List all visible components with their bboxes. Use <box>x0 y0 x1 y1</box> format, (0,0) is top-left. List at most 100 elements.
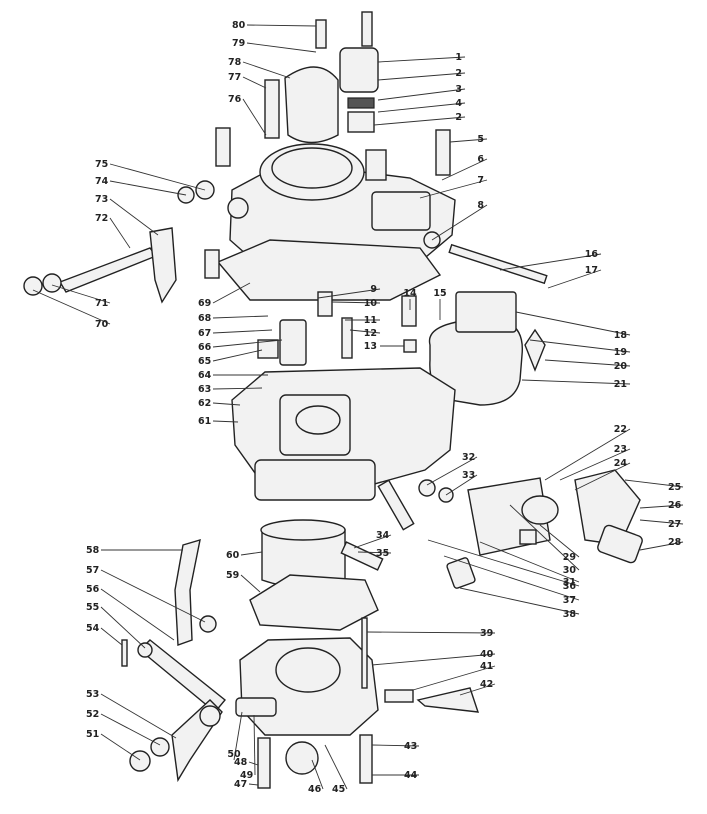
leader-69 <box>212 282 251 304</box>
callout-28: 28 <box>668 537 682 548</box>
leader-75 <box>109 163 206 191</box>
callout-57: 57 <box>86 565 99 576</box>
callout-19: 19 <box>614 347 627 358</box>
callout-9: 9 <box>370 284 377 295</box>
washer-13 <box>403 339 417 353</box>
leader-10 <box>331 301 381 304</box>
screw-80 <box>315 19 327 49</box>
callout-5: 5 <box>477 134 484 145</box>
callout-70: 70 <box>95 319 109 330</box>
leader-70 <box>32 289 111 325</box>
callout-37: 37 <box>563 595 576 606</box>
pump-assembly <box>467 469 643 564</box>
callout-12: 12 <box>364 328 377 339</box>
callout-50: 50 <box>227 749 241 760</box>
leader-20 <box>544 359 631 367</box>
callout-58: 58 <box>86 545 100 556</box>
callout-10: 10 <box>364 298 378 309</box>
leader-57 <box>100 569 206 623</box>
leader-63 <box>212 387 263 390</box>
callout-33: 33 <box>462 470 475 481</box>
callout-26: 26 <box>668 500 682 511</box>
callout-67: 67 <box>198 328 211 339</box>
callout-76: 76 <box>228 94 242 105</box>
callout-80: 80 <box>232 20 246 31</box>
leader-33 <box>445 474 478 496</box>
callout-43: 43 <box>404 741 417 752</box>
leader-12 <box>349 329 381 334</box>
leader-22 <box>544 428 631 481</box>
leader-56 <box>100 588 175 641</box>
callout-61: 61 <box>198 416 211 427</box>
leader-6 <box>441 158 488 181</box>
callout-16: 16 <box>585 249 599 260</box>
parts <box>23 11 643 789</box>
leader-53 <box>100 693 177 739</box>
leader-1 <box>377 56 466 63</box>
callout-6: 6 <box>477 154 484 165</box>
leader-9 <box>317 288 381 299</box>
callout-66: 66 <box>198 342 212 353</box>
leader-4 <box>377 102 466 113</box>
callout-52: 52 <box>86 709 99 720</box>
leader-46 <box>311 759 324 790</box>
callout-47: 47 <box>234 779 247 790</box>
leader-2b <box>373 116 466 126</box>
callout-42: 42 <box>480 679 493 690</box>
leader-3 <box>377 88 466 101</box>
leader-26 <box>639 504 684 509</box>
callout-63: 63 <box>198 384 211 395</box>
callout-20: 20 <box>614 361 628 372</box>
leader-36 <box>427 539 580 587</box>
main-body <box>231 291 456 501</box>
callout-23: 23 <box>614 444 627 455</box>
leader-47 <box>248 783 259 786</box>
leader-23 <box>559 448 631 481</box>
callout-27: 27 <box>668 519 681 530</box>
leader-78 <box>242 61 291 79</box>
callout-24: 24 <box>614 458 628 469</box>
leader-66 <box>212 339 283 348</box>
screw-top <box>361 11 373 47</box>
leader-48 <box>248 761 259 766</box>
leader-7 <box>419 179 488 199</box>
leader-16 <box>499 253 602 271</box>
callout-40: 40 <box>480 649 494 660</box>
leader-lines <box>32 24 684 790</box>
callout-41: 41 <box>480 661 493 672</box>
callout-44: 44 <box>404 770 418 781</box>
leader-37 <box>443 555 580 601</box>
leader-19 <box>529 339 631 353</box>
callout-64: 64 <box>198 370 212 381</box>
callout-30: 30 <box>563 565 577 576</box>
callout-55: 55 <box>86 602 99 613</box>
callout-7: 7 <box>477 175 484 186</box>
callout-79: 79 <box>232 38 245 49</box>
leader-51 <box>100 733 141 761</box>
callout-45: 45 <box>332 784 345 795</box>
callout-32: 32 <box>462 452 475 463</box>
callout-72: 72 <box>95 213 108 224</box>
screw-76 <box>215 127 231 167</box>
leader-74 <box>109 180 187 196</box>
callout-71: 71 <box>95 298 108 309</box>
callout-65: 65 <box>198 356 211 367</box>
leader-8 <box>431 204 488 241</box>
leader-30 <box>509 504 580 571</box>
spring-41 <box>384 689 414 703</box>
leader-72 <box>109 217 131 249</box>
leader-68 <box>212 315 269 319</box>
leader-71 <box>51 284 111 304</box>
leader-18 <box>515 311 631 336</box>
callout-48: 48 <box>234 757 248 768</box>
callout-29: 29 <box>563 552 576 563</box>
callout-13: 13 <box>364 341 377 352</box>
callout-14: 14 <box>403 288 417 299</box>
callout-17: 17 <box>585 265 598 276</box>
callout-2-lower: 2 <box>455 112 462 123</box>
callout-31: 31 <box>563 577 576 588</box>
top-gasket <box>216 239 442 301</box>
callout-78: 78 <box>228 57 242 68</box>
